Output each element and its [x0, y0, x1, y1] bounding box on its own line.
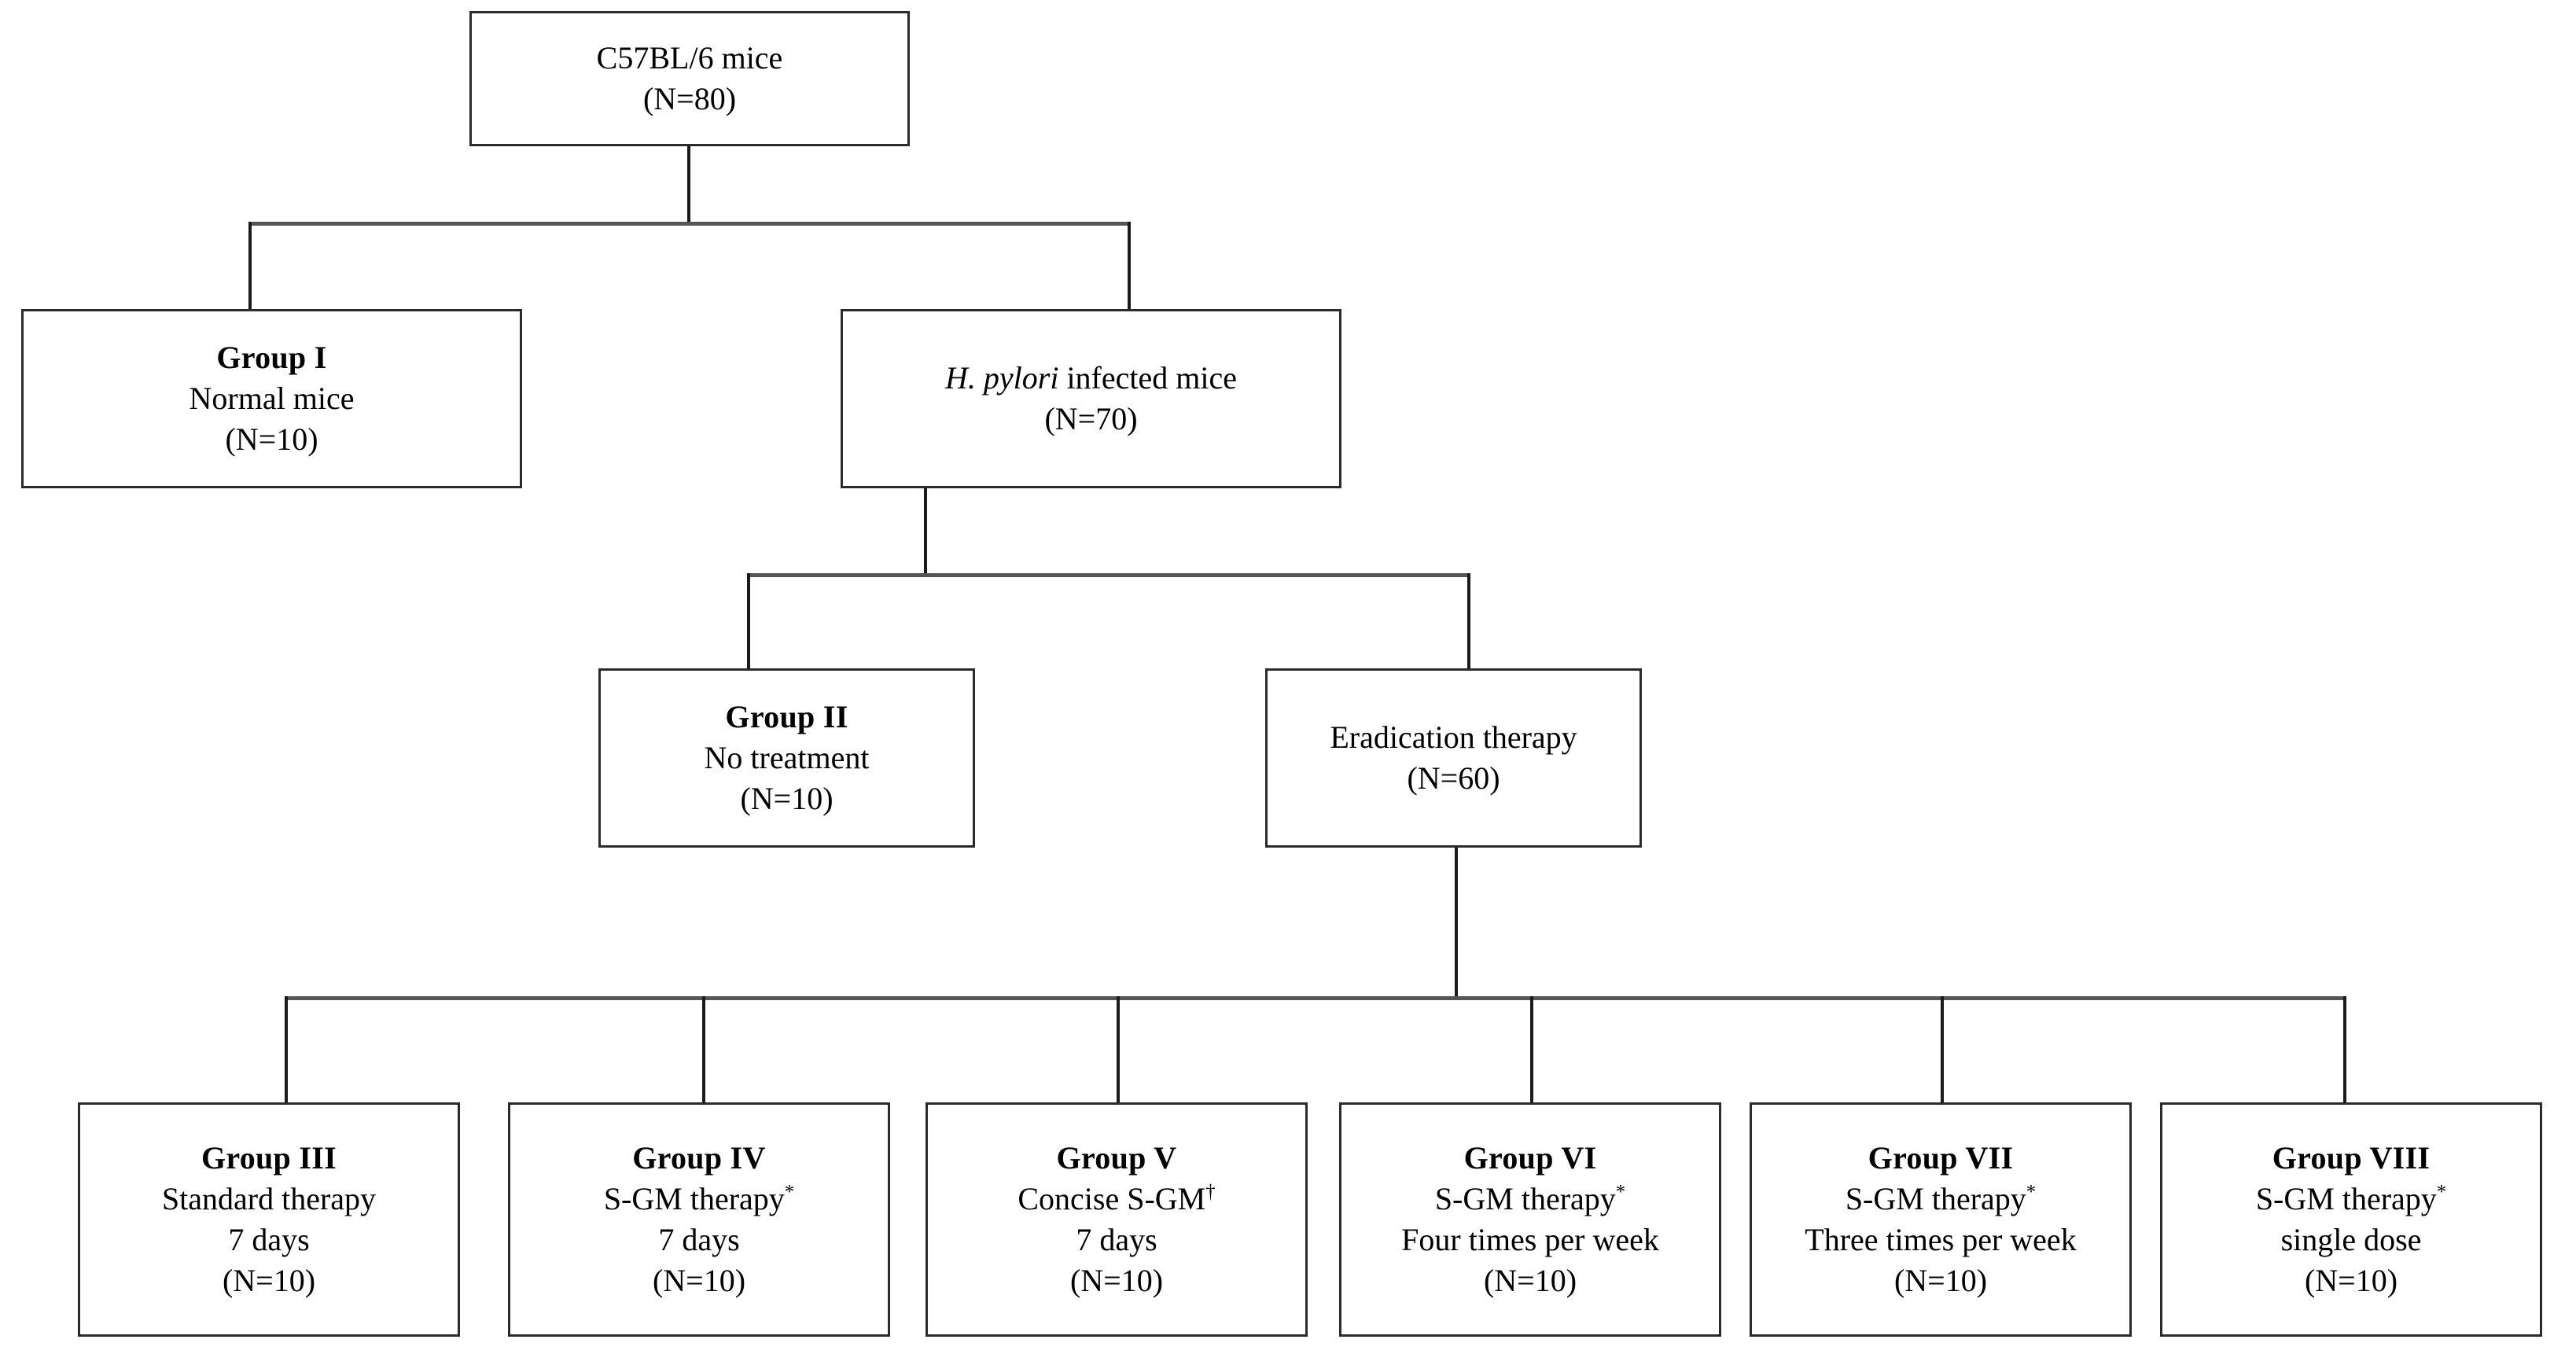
group-i-count: (N=10)	[225, 421, 318, 457]
group-vii-therapy: S-GM therapy*	[1846, 1179, 2036, 1220]
node-group-ii[interactable]: Group II No treatment (N=10)	[598, 668, 975, 848]
connector-to-group-iv	[702, 996, 705, 1104]
connector-to-group-ii	[747, 573, 750, 669]
eradication-therapy-count: (N=60)	[1407, 760, 1500, 796]
connector-to-group-viii	[2343, 996, 2346, 1104]
group-v-label: Group V	[1056, 1140, 1177, 1176]
group-viii-label: Group VIII	[2272, 1140, 2431, 1176]
connector-to-group-v	[1117, 996, 1120, 1104]
group-v-footnote-marker: †	[1205, 1181, 1216, 1203]
node-c57bl6-mice[interactable]: C57BL/6 mice (N=80)	[469, 11, 910, 146]
connector-tier3-bar	[285, 996, 2346, 1000]
group-iii-therapy: Standard therapy	[161, 1181, 377, 1216]
group-viii-footnote-marker: *	[2436, 1181, 2447, 1203]
connector-to-group-i	[248, 222, 252, 310]
node-group-iv[interactable]: Group IV S-GM therapy* 7 days (N=10)	[508, 1102, 890, 1337]
c57bl6-mice-line-1: C57BL/6 mice	[596, 40, 783, 75]
group-v-therapy-text: Concise S-GM	[1018, 1181, 1206, 1216]
group-iii-duration: 7 days	[228, 1222, 310, 1257]
h-pylori-infected-suffix: infected mice	[1058, 360, 1237, 396]
group-iv-count: (N=10)	[652, 1263, 746, 1298]
group-vii-therapy-text: S-GM therapy	[1845, 1181, 2026, 1216]
connector-hp-stem	[924, 488, 927, 576]
group-vi-footnote-marker: *	[1615, 1181, 1626, 1203]
group-v-duration: 7 days	[1076, 1222, 1157, 1257]
group-vii-frequency: Three times per week	[1805, 1222, 2077, 1257]
group-v-count: (N=10)	[1069, 1263, 1164, 1298]
h-pylori-species-name: H. pylori	[945, 360, 1059, 396]
connector-to-group-vii	[1941, 996, 1944, 1104]
connector-eradication-stem	[1455, 844, 1458, 999]
connector-to-eradication	[1467, 573, 1470, 669]
group-iv-therapy-text: S-GM therapy	[603, 1181, 785, 1216]
group-viii-therapy: S-GM therapy*	[2256, 1179, 2446, 1220]
group-vi-therapy: S-GM therapy*	[1435, 1179, 1625, 1220]
group-vii-label: Group VII	[1868, 1140, 2014, 1176]
group-iv-therapy: S-GM therapy*	[604, 1179, 794, 1220]
connector-to-hp-infected	[1128, 222, 1131, 310]
node-group-viii[interactable]: Group VIII S-GM therapy* single dose (N=…	[2160, 1102, 2542, 1337]
group-vii-count: (N=10)	[1893, 1263, 1988, 1298]
group-iv-footnote-marker: *	[784, 1181, 795, 1203]
group-viii-dose: single dose	[2280, 1222, 2422, 1257]
group-iv-label: Group IV	[632, 1140, 766, 1176]
connector-to-group-iii	[285, 996, 288, 1104]
node-h-pylori-infected-mice[interactable]: H. pylori infected mice (N=70)	[841, 309, 1341, 488]
group-viii-count: (N=10)	[2304, 1263, 2398, 1298]
group-ii-description: No treatment	[704, 740, 870, 775]
node-group-vi[interactable]: Group VI S-GM therapy* Four times per we…	[1339, 1102, 1721, 1337]
group-ii-count: (N=10)	[740, 781, 834, 816]
connector-root-stem	[687, 145, 690, 224]
node-group-vii[interactable]: Group VII S-GM therapy* Three times per …	[1750, 1102, 2132, 1337]
h-pylori-infected-mice-line-1: H. pylori infected mice	[945, 358, 1237, 399]
h-pylori-infected-mice-count: (N=70)	[1044, 401, 1138, 436]
connector-tier2-bar	[747, 573, 1470, 577]
group-iv-duration: 7 days	[658, 1222, 740, 1257]
eradication-therapy-label: Eradication therapy	[1330, 719, 1577, 755]
connector-to-group-vi	[1530, 996, 1533, 1104]
group-vi-label: Group VI	[1463, 1140, 1597, 1176]
group-ii-label: Group II	[725, 699, 848, 734]
group-vi-therapy-text: S-GM therapy	[1434, 1181, 1616, 1216]
group-i-label: Group I	[216, 340, 327, 375]
group-viii-therapy-text: S-GM therapy	[2255, 1181, 2437, 1216]
node-eradication-therapy[interactable]: Eradication therapy (N=60)	[1265, 668, 1642, 848]
group-iii-count: (N=10)	[222, 1263, 316, 1298]
node-group-iii[interactable]: Group III Standard therapy 7 days (N=10)	[78, 1102, 460, 1337]
group-vi-count: (N=10)	[1483, 1263, 1577, 1298]
group-iii-label: Group III	[201, 1140, 337, 1176]
group-vii-footnote-marker: *	[2026, 1181, 2037, 1203]
connector-tier1-bar	[248, 222, 1131, 226]
group-i-description: Normal mice	[189, 381, 355, 416]
group-vi-frequency: Four times per week	[1401, 1222, 1659, 1257]
c57bl6-mice-line-2: (N=80)	[642, 81, 737, 116]
group-v-therapy: Concise S-GM†	[1018, 1179, 1215, 1220]
node-group-v[interactable]: Group V Concise S-GM† 7 days (N=10)	[926, 1102, 1308, 1337]
node-group-i[interactable]: Group I Normal mice (N=10)	[21, 309, 522, 488]
